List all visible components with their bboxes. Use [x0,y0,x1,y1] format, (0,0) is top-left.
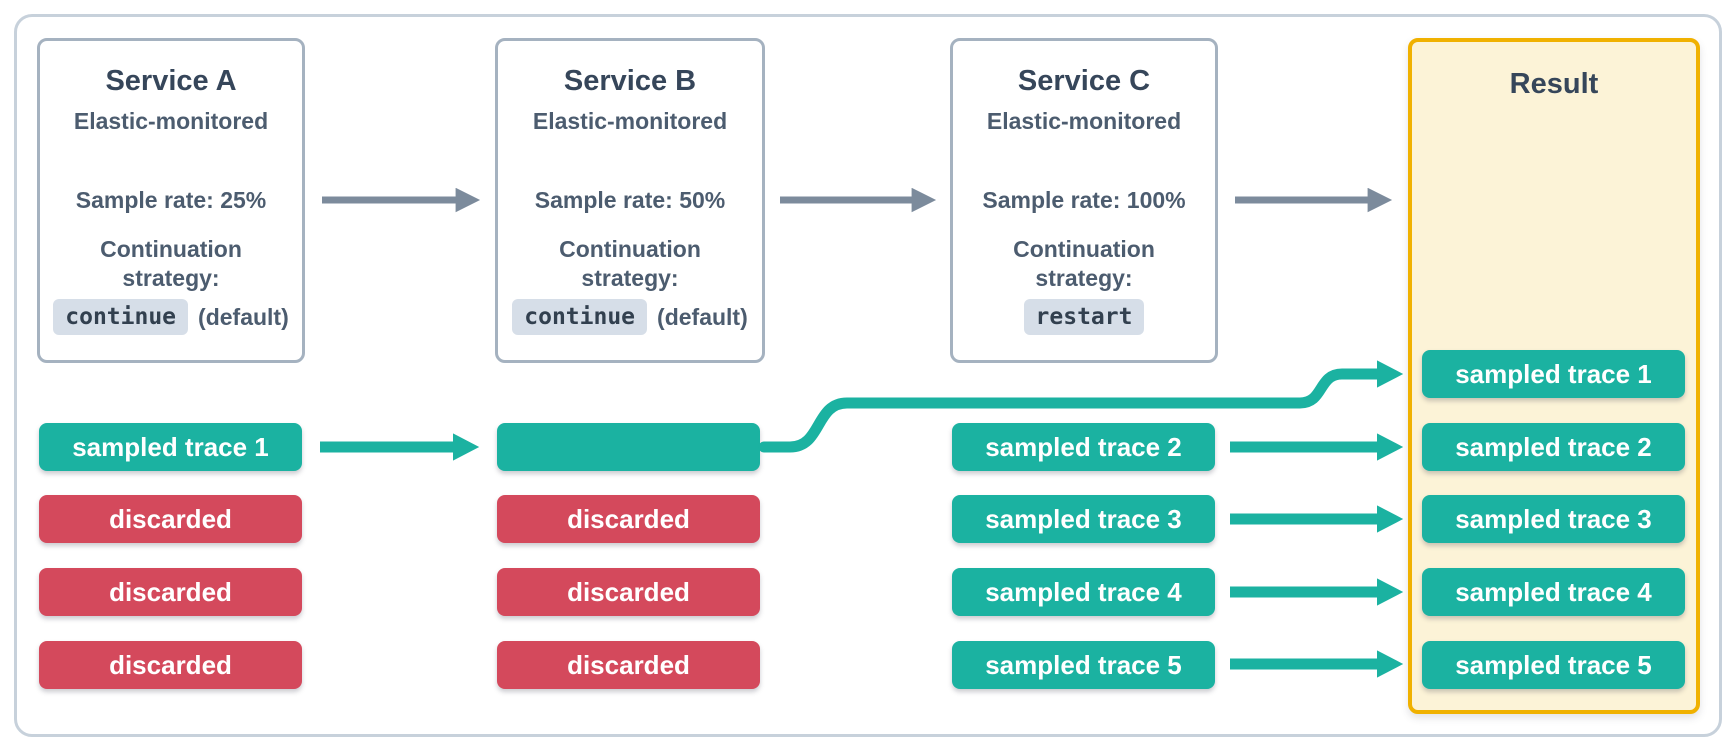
service-a-strategy-row: continue (default) [53,299,289,335]
service-a-box: Service A Elastic-monitored Sample rate:… [37,38,305,363]
service-a-monitoring: Elastic-monitored [73,108,269,134]
service-c-strategy-label: strategy: [1035,265,1133,291]
trace-chip-b-discarded-1: discarded [497,495,760,543]
trace-chip-b-sampled-unlabeled [497,423,760,471]
diagram-outer-frame [14,14,1722,737]
service-a-continuation-label: Continuation [100,236,242,262]
service-c-monitoring: Elastic-monitored [986,108,1182,134]
service-b-strategy-code: continue [512,299,648,335]
result-chip-sampled-4: sampled trace 4 [1422,568,1685,616]
service-b-box: Service B Elastic-monitored Sample rate:… [495,38,765,363]
service-b-title: Service B [563,65,697,97]
trace-chip-b-discarded-2: discarded [497,568,760,616]
service-b-strategy-row: continue (default) [512,299,748,335]
trace-chip-a-sampled-1: sampled trace 1 [39,423,302,471]
result-chip-sampled-2: sampled trace 2 [1422,423,1685,471]
trace-chip-c-sampled-5: sampled trace 5 [952,641,1215,689]
service-b-strategy-label: strategy: [581,265,679,291]
service-a-sample-rate: Sample rate: 25% [75,187,267,213]
result-chip-sampled-3: sampled trace 3 [1422,495,1685,543]
result-chip-sampled-5: sampled trace 5 [1422,641,1685,689]
trace-chip-a-discarded-3: discarded [39,641,302,689]
service-b-continuation-label: Continuation [559,236,701,262]
service-b-monitoring: Elastic-monitored [532,108,728,134]
trace-chip-a-discarded-2: discarded [39,568,302,616]
service-c-title: Service C [1017,65,1151,97]
service-b-sample-rate: Sample rate: 50% [534,187,726,213]
service-a-title: Service A [105,65,237,97]
service-c-strategy-code: restart [1023,299,1145,335]
service-c-strategy-row: restart [1023,299,1145,335]
trace-chip-c-sampled-2: sampled trace 2 [952,423,1215,471]
service-a-strategy-note: (default) [198,303,289,330]
result-chip-sampled-1: sampled trace 1 [1422,350,1685,398]
service-a-strategy-code: continue [53,299,189,335]
service-b-strategy-note: (default) [657,303,748,330]
service-c-continuation-label: Continuation [1013,236,1155,262]
trace-chip-c-sampled-3: sampled trace 3 [952,495,1215,543]
result-title: Result [1509,68,1599,100]
trace-chip-a-discarded-1: discarded [39,495,302,543]
trace-chip-b-discarded-3: discarded [497,641,760,689]
trace-chip-c-sampled-4: sampled trace 4 [952,568,1215,616]
service-c-sample-rate: Sample rate: 100% [982,187,1186,213]
service-a-strategy-label: strategy: [122,265,220,291]
service-c-box: Service C Elastic-monitored Sample rate:… [950,38,1218,363]
